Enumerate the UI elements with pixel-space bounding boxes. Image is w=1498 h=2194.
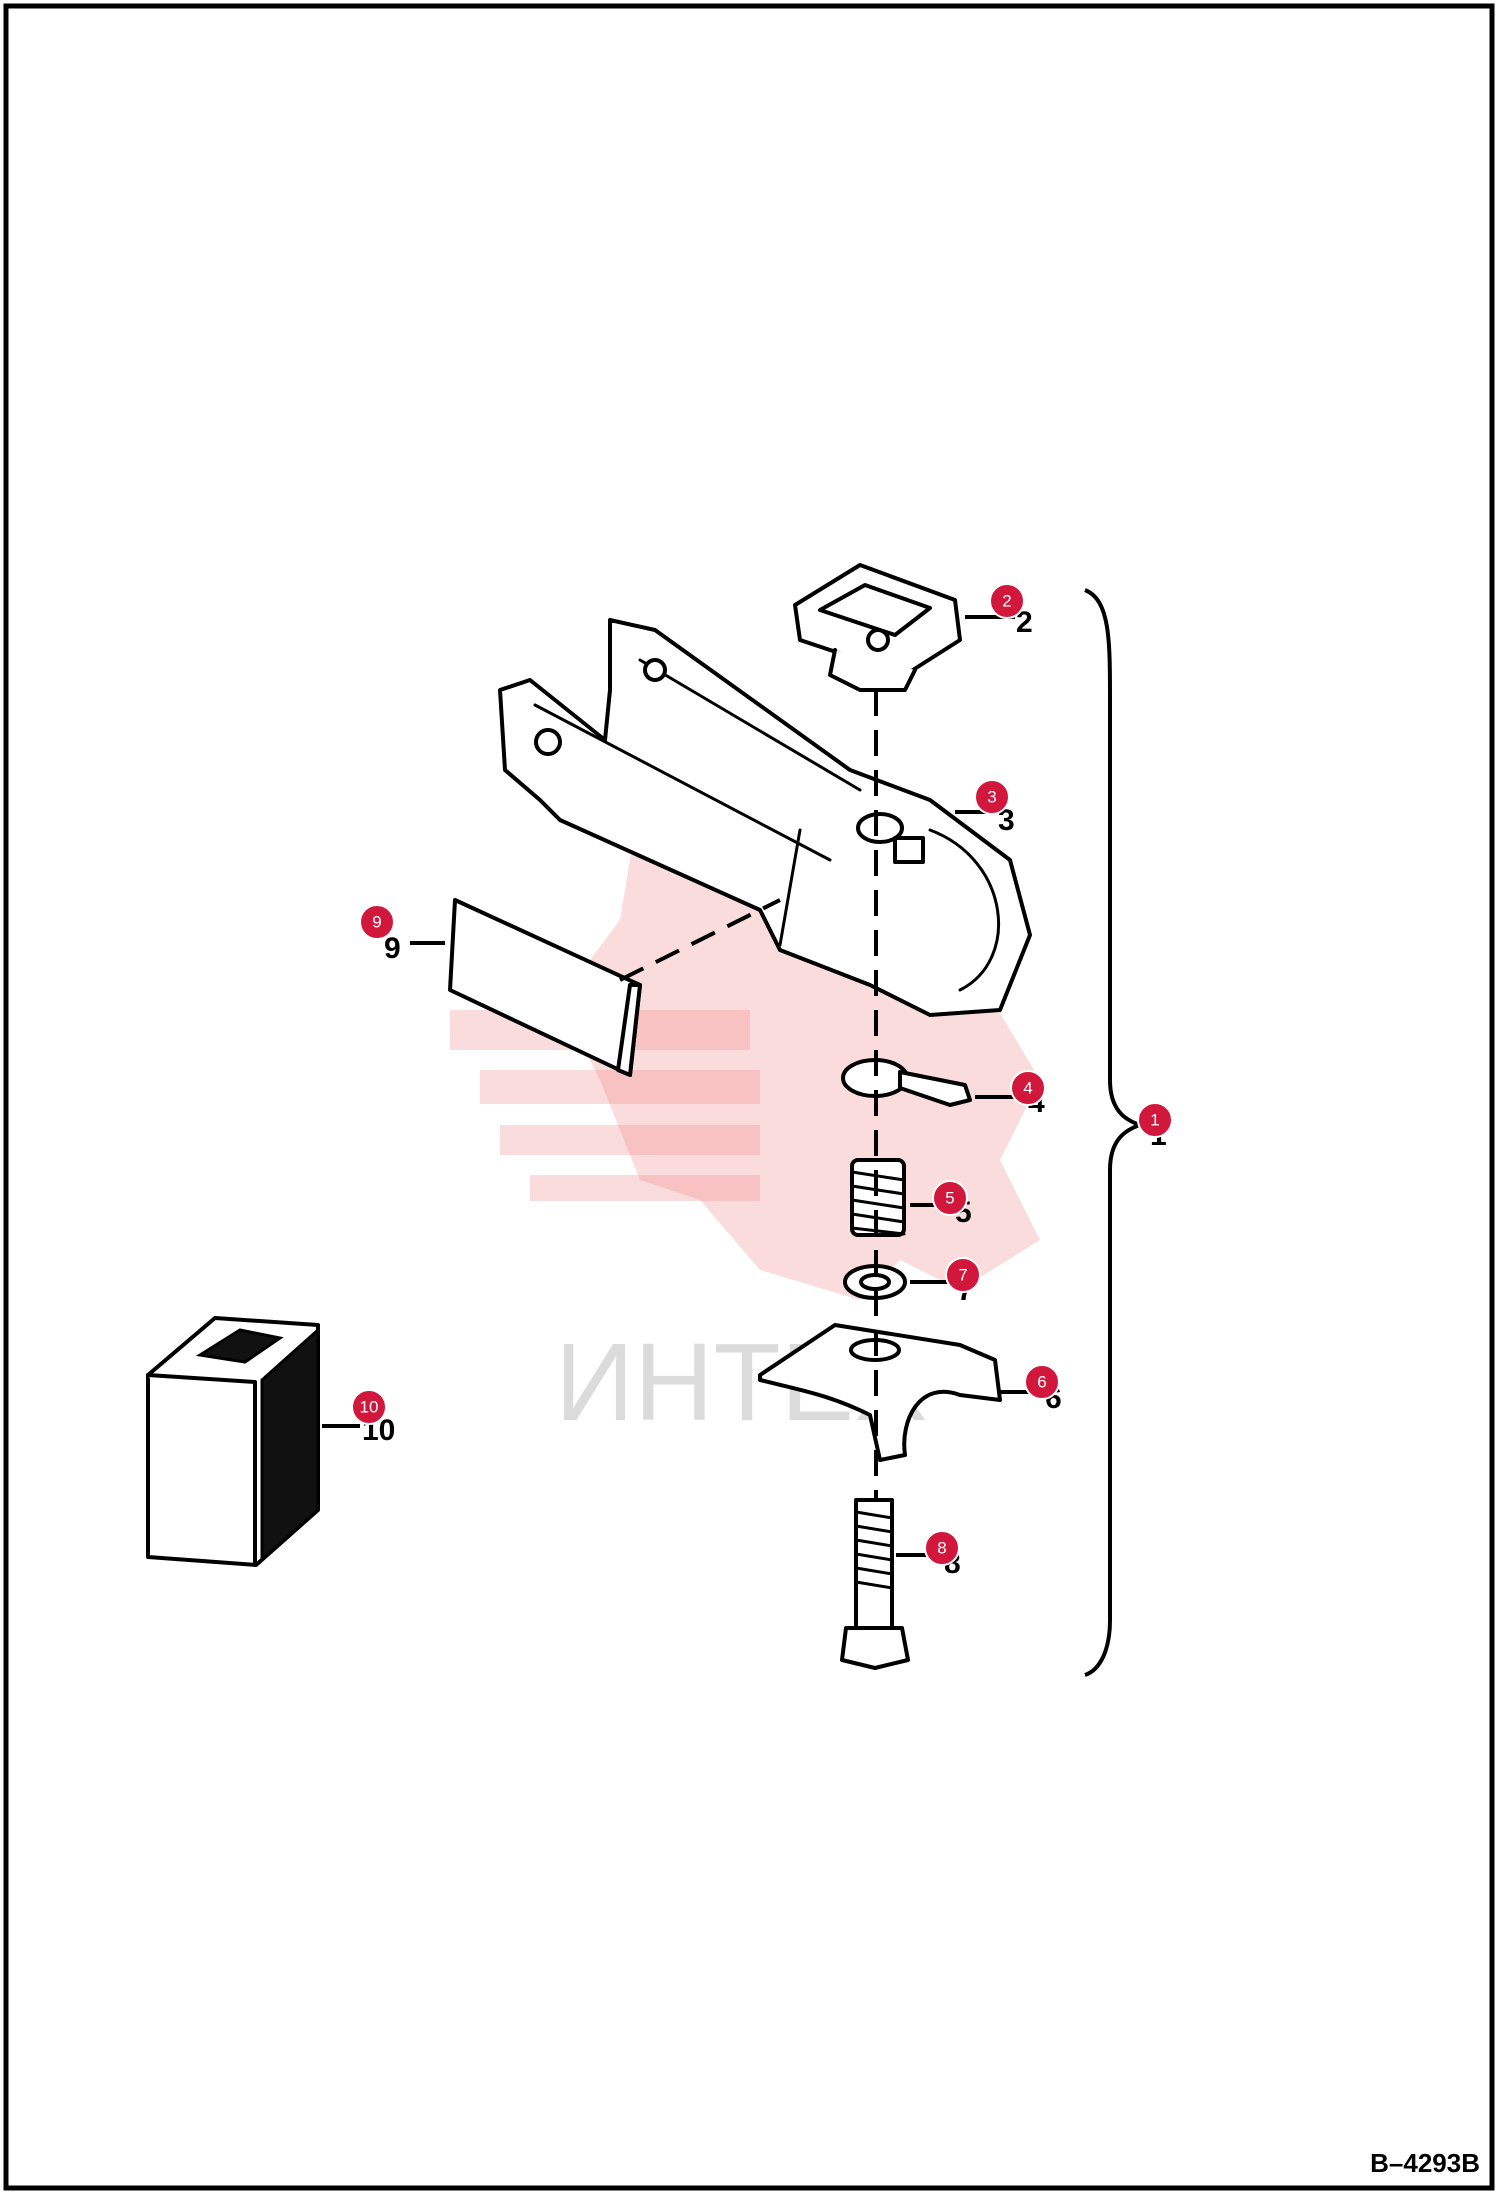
svg-text:2: 2 xyxy=(1002,592,1011,611)
label-3: 3 xyxy=(998,804,1015,837)
label-2: 2 xyxy=(1016,606,1033,639)
part-3-coupler xyxy=(498,618,1032,1017)
svg-text:1: 1 xyxy=(1150,1111,1159,1130)
part-8-bolt xyxy=(840,1498,910,1670)
assembly-brace xyxy=(1084,588,1147,1677)
callout-2[interactable]: 2 xyxy=(989,583,1025,619)
svg-text:5: 5 xyxy=(945,1189,954,1208)
callout-5[interactable]: 5 xyxy=(932,1180,968,1216)
page-border xyxy=(3,3,1495,2191)
callout-1[interactable]: 1 xyxy=(1137,1102,1173,1138)
svg-text:6: 6 xyxy=(1037,1373,1046,1392)
part-9-plate xyxy=(448,898,642,1077)
callout-8[interactable]: 8 xyxy=(924,1530,960,1566)
callout-7[interactable]: 7 xyxy=(945,1257,981,1293)
svg-text:7: 7 xyxy=(958,1266,967,1285)
callout-3[interactable]: 3 xyxy=(974,779,1010,815)
part-10-box xyxy=(146,1316,320,1567)
callout-9[interactable]: 9 xyxy=(359,904,395,940)
callout-10[interactable]: 10 xyxy=(351,1389,387,1425)
assembly-axis-plate xyxy=(619,898,781,982)
callout-6[interactable]: 6 xyxy=(1024,1364,1060,1400)
svg-text:10: 10 xyxy=(360,1398,379,1417)
reference-code: B–4293B xyxy=(1370,2148,1480,2178)
watermark-logo: ИНТЕХ xyxy=(450,790,1040,1444)
callout-4[interactable]: 4 xyxy=(1010,1070,1046,1106)
part-2-cap xyxy=(793,563,962,692)
part-4-clip xyxy=(841,1058,972,1107)
svg-text:8: 8 xyxy=(937,1539,946,1558)
svg-text:9: 9 xyxy=(372,913,381,932)
svg-text:3: 3 xyxy=(987,788,996,807)
label-9: 9 xyxy=(384,932,401,965)
svg-text:4: 4 xyxy=(1023,1079,1032,1098)
